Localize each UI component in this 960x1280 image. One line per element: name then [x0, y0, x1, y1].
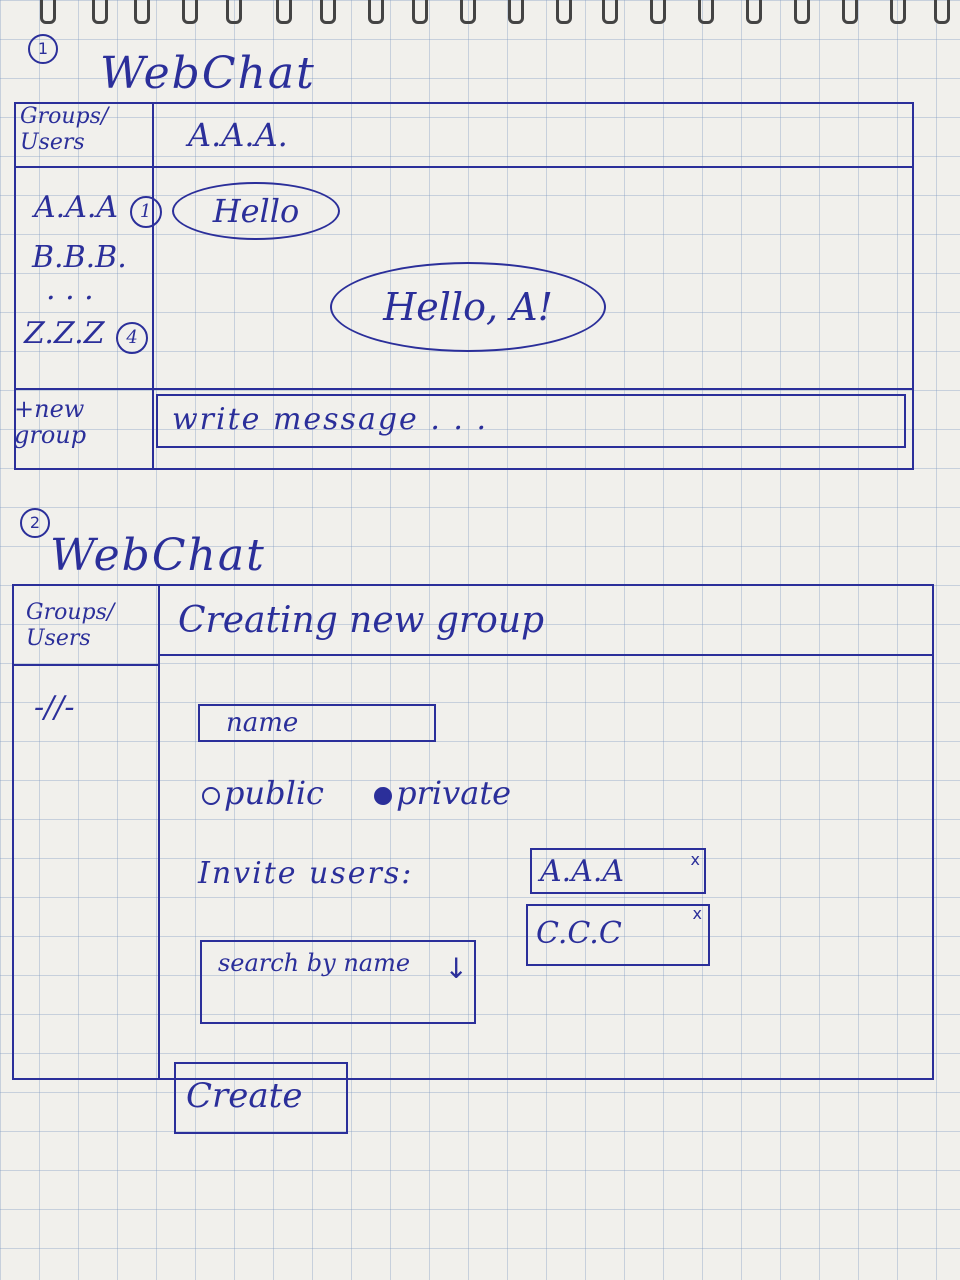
header-divider	[158, 654, 934, 656]
message-bubble-incoming: Hello	[172, 182, 340, 240]
group-name-placeholder: name	[226, 708, 299, 738]
screen-1-number: 1	[28, 34, 58, 64]
user-list-ellipsis: . . .	[46, 272, 94, 307]
invite-label: Invite users:	[198, 856, 414, 891]
footer-divider	[14, 388, 914, 390]
create-button-label: Create	[186, 1076, 303, 1116]
app-title: WebChat	[100, 48, 316, 99]
user-name: B.B.B.	[32, 240, 127, 275]
radio-public[interactable]: public	[202, 774, 324, 812]
invited-user-chip: C.C.C x	[526, 904, 710, 966]
screen-2-number: 2	[20, 508, 50, 538]
user-list-item[interactable]: Z.Z.Z 4	[24, 316, 149, 354]
message-input-placeholder: write message . . .	[172, 402, 489, 437]
scroll-arrow-icon: ↓	[444, 952, 468, 985]
radio-private-label: private	[396, 774, 512, 812]
notebook-spiral	[0, 0, 960, 24]
message-input[interactable]: write message . . .	[156, 394, 906, 448]
user-name: Z.Z.Z	[24, 316, 105, 351]
invited-user-chip: A.A.A x	[530, 848, 706, 894]
group-name-input[interactable]: name	[198, 704, 436, 742]
user-name: A.A.A	[34, 190, 119, 225]
window-frame	[12, 584, 934, 1080]
invited-user-name: C.C.C	[536, 916, 622, 951]
radio-selected-icon	[374, 786, 393, 805]
sidebar-divider	[158, 584, 160, 1080]
sidebar-header: Groups/ Users	[26, 600, 115, 651]
visibility-radio-group: public private	[202, 774, 511, 812]
invited-user-name: A.A.A	[540, 854, 625, 889]
remove-user-icon[interactable]: x	[690, 850, 700, 869]
chat-header: A.A.A.	[188, 116, 288, 154]
create-button[interactable]: Create	[174, 1062, 348, 1134]
user-list-item[interactable]: B.B.B.	[32, 240, 127, 275]
sidebar-header-divider	[12, 664, 158, 666]
remove-user-icon[interactable]: x	[692, 904, 702, 923]
radio-circle-icon	[202, 786, 220, 805]
window-frame	[14, 102, 914, 470]
user-search-input[interactable]: search by name ↓	[200, 940, 476, 1024]
radio-private[interactable]: private	[374, 774, 511, 812]
user-search-placeholder: search by name	[217, 949, 411, 977]
new-group-button[interactable]: +new group	[14, 395, 87, 449]
user-list-item[interactable]: A.A.A 1	[34, 190, 162, 228]
message-text: Hello	[212, 192, 300, 230]
radio-public-label: public	[224, 774, 324, 812]
unread-badge: 4	[116, 322, 149, 354]
sidebar-placeholder: -//-	[34, 690, 75, 725]
app-title: WebChat	[50, 530, 266, 581]
message-bubble-outgoing: Hello, A!	[330, 262, 606, 352]
unread-badge: 1	[129, 196, 162, 228]
header-divider	[14, 166, 914, 168]
sidebar-header: Groups/ Users	[20, 104, 109, 155]
message-text: Hello, A!	[383, 285, 553, 329]
sidebar-divider	[152, 102, 154, 470]
form-title: Creating new group	[178, 600, 545, 641]
